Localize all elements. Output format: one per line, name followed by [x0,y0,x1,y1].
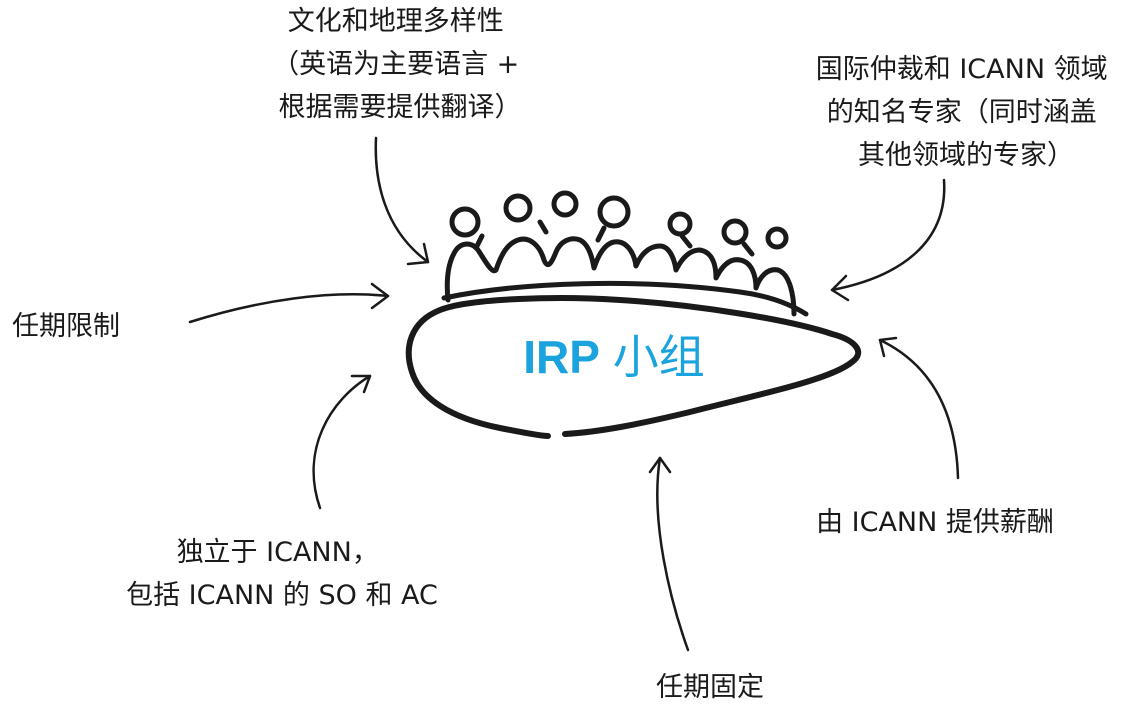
panel-table-outline [405,295,862,439]
label-line: 国际仲裁和 ICANN 领域 [816,54,1108,85]
panel-table-rim [441,280,809,317]
arrow-from-fixed-term [656,456,690,652]
label-line: 的知名专家（同时涵盖 [827,97,1097,128]
label-cultural-diversity: 文化和地理多样性 （英语为主要语言 + 根据需要提供翻译） [272,6,528,123]
panel-members-sketch [444,190,797,317]
member-head [449,206,481,238]
member-head [503,193,533,223]
member-head [667,211,693,237]
member-head [551,190,579,218]
arrow-from-term-limits [188,293,390,324]
label-line: （英语为主要语言 + [272,49,519,80]
label-line: 独立于 ICANN， [177,537,379,568]
arrow-head [370,282,390,310]
label-line: 其他领域的专家） [858,140,1074,171]
label-term-limits: 任期限制 [12,311,120,342]
arrow-from-compensation [878,338,960,480]
panel-title: IRP 小组 [523,331,704,383]
member-head [597,195,631,229]
arrow-from-expertise [830,178,946,292]
arrow-head [878,336,898,358]
arrow-head [350,374,372,394]
arrow-head [648,456,672,474]
panel-title-rest: 小组 [600,331,705,383]
label-line: 文化和地理多样性 [288,6,504,37]
label-compensation: 由 ICANN 提供薪酬 [816,507,1054,538]
arrow-head [406,242,430,266]
label-fixed-term: 任期固定 [656,672,764,703]
member-bodies [444,236,797,317]
arrow-head [830,274,850,302]
member-head [721,218,749,246]
label-expertise: 国际仲裁和 ICANN 领域 的知名专家（同时涵盖 其他领域的专家） [816,54,1116,171]
arrow-from-independent [312,374,372,510]
member-necks [473,219,755,257]
panel-title-bold: IRP [523,331,600,383]
label-independent: 独立于 ICANN， 包括 ICANN 的 SO 和 AC [126,537,438,611]
label-line: 包括 ICANN 的 SO 和 AC [126,580,438,611]
member-head [765,226,789,250]
label-line: 根据需要提供翻译） [279,92,522,123]
arrow-from-cultural-diversity [374,136,430,264]
